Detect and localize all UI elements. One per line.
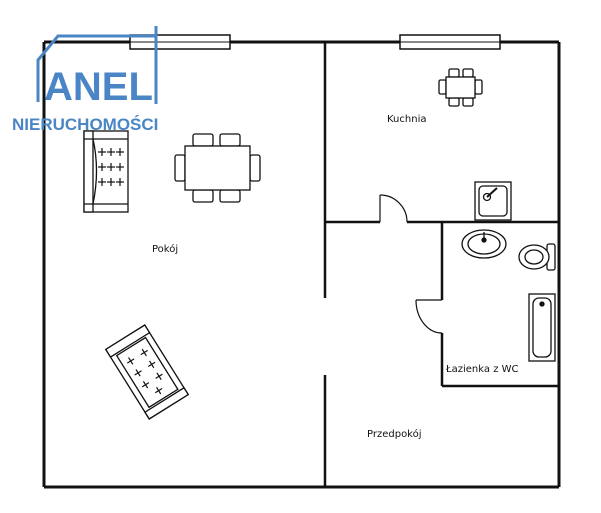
- company-logo: ANEL NIERUCHOMOŚCI: [12, 26, 158, 134]
- door-kitchen: [379, 194, 408, 223]
- room-label-lazienka: Łazienka z WC: [445, 364, 519, 375]
- interior-walls: [323, 42, 559, 487]
- kitchen-table-icon: [438, 68, 483, 107]
- logo-name: ANEL: [44, 65, 153, 109]
- window-right: [399, 34, 501, 50]
- kitchen-sink-icon: [474, 181, 512, 221]
- dining-table-icon: [174, 133, 261, 203]
- room-label-kuchnia: Kuchnia: [387, 114, 426, 125]
- washbasin-icon: [461, 229, 507, 259]
- room-label-pokoj: Pokój: [152, 243, 178, 255]
- room-label-przedpokoj: Przedpokój: [367, 428, 422, 440]
- toilet-icon: [518, 243, 556, 271]
- logo-subtitle: NIERUCHOMOŚCI: [12, 115, 158, 134]
- sofa-icon: [83, 130, 129, 213]
- bathtub-icon: [528, 293, 556, 362]
- door-bathroom: [415, 299, 443, 334]
- lounge-chair-icon: [104, 324, 190, 420]
